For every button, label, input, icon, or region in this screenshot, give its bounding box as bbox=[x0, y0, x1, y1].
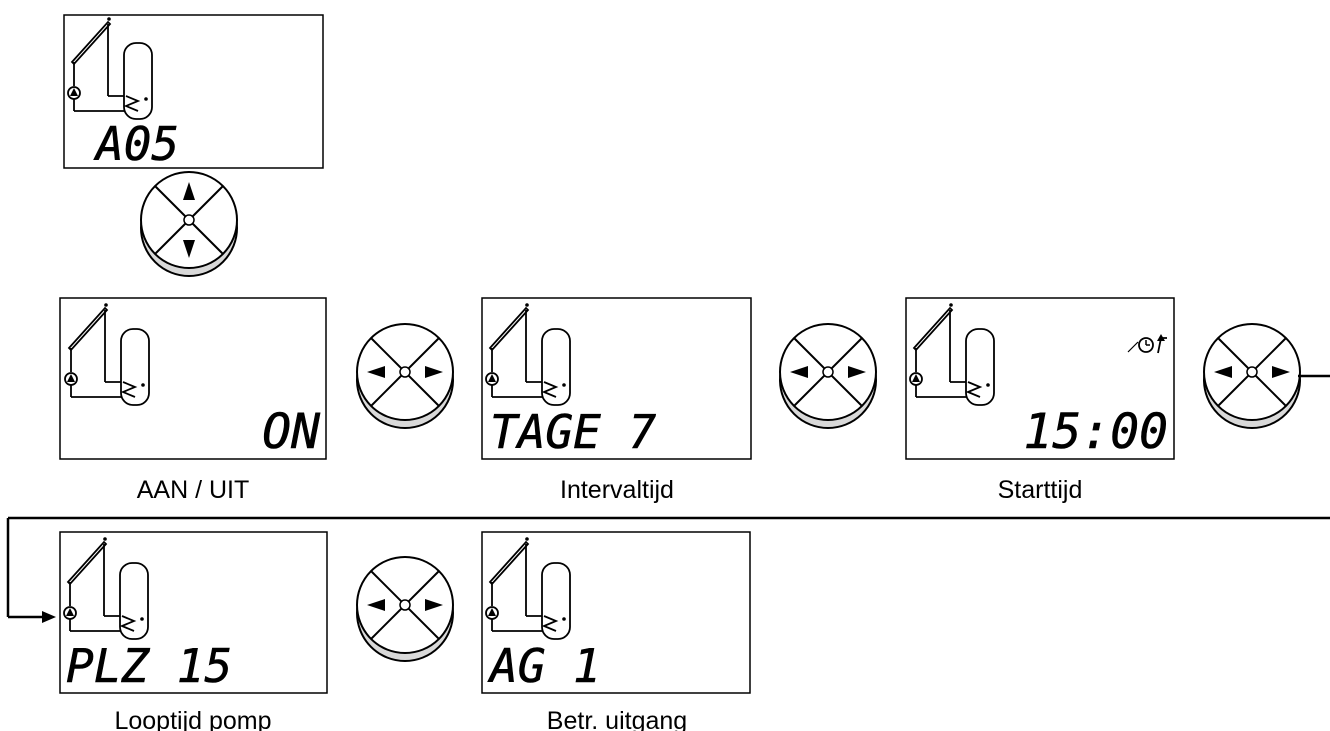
left-arrow-icon bbox=[790, 366, 808, 378]
display-value: A05 bbox=[93, 117, 179, 171]
display-value: AG 1 bbox=[487, 639, 601, 693]
caption-betr-uitgang: Betr. uitgang bbox=[547, 707, 687, 731]
flow-connector bbox=[6, 374, 1330, 623]
keypad-body bbox=[356, 556, 454, 662]
right-arrow-icon bbox=[848, 366, 866, 378]
display-value: ON bbox=[262, 404, 321, 460]
display-value: PLZ 15 bbox=[66, 639, 232, 693]
right-arrow-icon bbox=[425, 366, 443, 378]
left-arrow-icon bbox=[367, 599, 385, 611]
display-betr-uitgang: AG 1 Betr. uitgang bbox=[481, 531, 751, 731]
display-value: TAGE 7 bbox=[490, 405, 656, 459]
up-arrow-icon bbox=[183, 182, 195, 200]
leftright-keypad-4[interactable] bbox=[356, 556, 454, 662]
display-looptijd-pomp: PLZ 15 Looptijd pomp bbox=[59, 531, 328, 731]
keypad-body bbox=[779, 323, 877, 429]
keypad-body bbox=[1203, 323, 1301, 429]
leftright-keypad-3[interactable] bbox=[1203, 323, 1301, 429]
display-starttijd: 15:00 Starttijd bbox=[905, 297, 1175, 504]
caption-intervaltijd: Intervaltijd bbox=[560, 476, 674, 504]
caption-aan-uit: AAN / UIT bbox=[137, 476, 250, 504]
leftright-keypad-2[interactable] bbox=[779, 323, 877, 429]
left-arrow-icon bbox=[367, 366, 385, 378]
caption-starttijd: Starttijd bbox=[998, 476, 1083, 504]
display-intervaltijd: TAGE 7 Intervaltijd bbox=[481, 297, 752, 504]
arrow-head-icon bbox=[42, 611, 56, 623]
display-top: A05 bbox=[63, 14, 324, 171]
leftright-keypad-1[interactable] bbox=[356, 323, 454, 429]
keypad-body bbox=[356, 323, 454, 429]
updown-keypad[interactable] bbox=[140, 171, 238, 277]
display-aan-uit: ON AAN / UIT bbox=[59, 297, 327, 504]
left-arrow-icon bbox=[1214, 366, 1232, 378]
down-arrow-icon bbox=[183, 240, 195, 258]
right-arrow-icon bbox=[425, 599, 443, 611]
caption-looptijd-pomp: Looptijd pomp bbox=[114, 707, 271, 731]
clock-timer-icon bbox=[1127, 334, 1167, 354]
display-value: 15:00 bbox=[1024, 404, 1169, 460]
right-arrow-icon bbox=[1272, 366, 1290, 378]
